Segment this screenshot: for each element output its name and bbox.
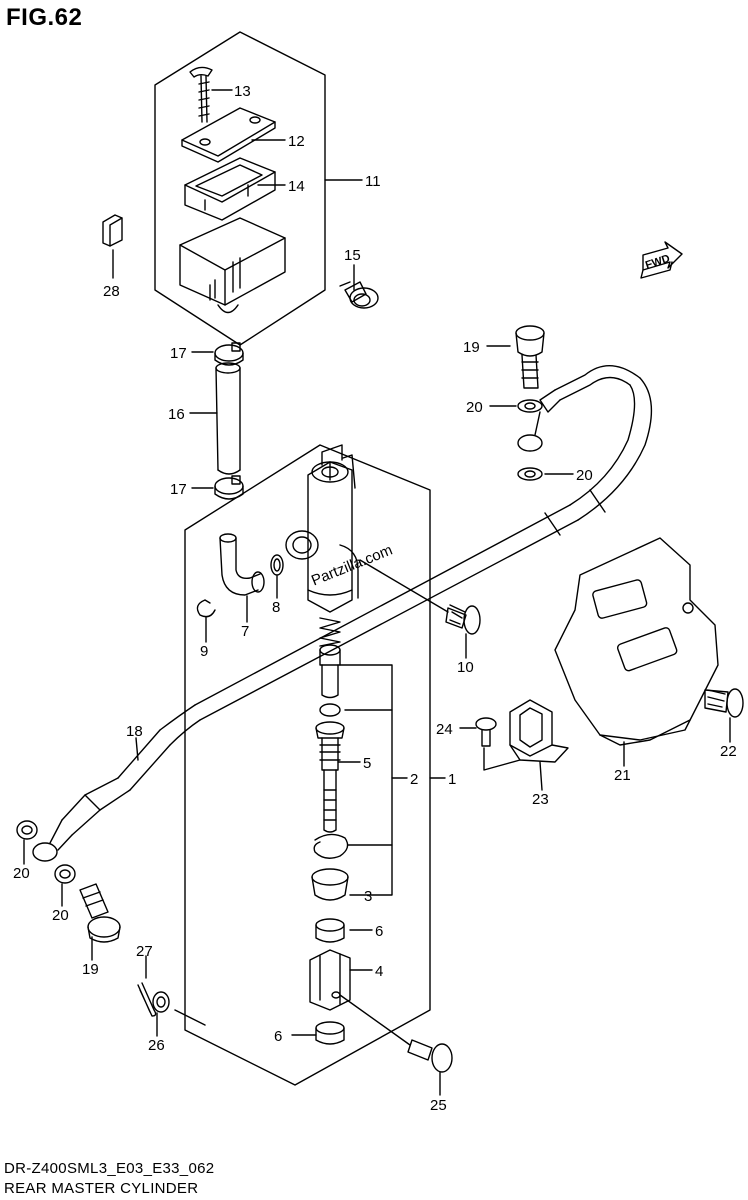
callout-20-c: 20 — [13, 865, 30, 882]
callout-3: 3 — [364, 888, 372, 905]
part-bolt-19-upper — [515, 325, 545, 389]
part-hose-16 — [215, 362, 241, 475]
callout-4: 4 — [375, 963, 383, 980]
callout-10: 10 — [457, 659, 474, 676]
part-pin-28 — [102, 214, 123, 247]
part-screw-13 — [189, 66, 213, 123]
part-bolt-22 — [704, 688, 744, 718]
callout-6-upper: 6 — [375, 923, 383, 940]
part-boot-3 — [311, 868, 349, 901]
callout-25: 25 — [430, 1097, 447, 1114]
callout-19-lower: 19 — [82, 961, 99, 978]
callout-17-upper: 17 — [170, 345, 187, 362]
callout-1: 1 — [448, 771, 456, 788]
piston-group-leader — [339, 664, 393, 896]
callout-13: 13 — [234, 83, 251, 100]
callout-11: 11 — [365, 173, 381, 190]
part-circlip-9 — [196, 599, 216, 618]
part-oring-8 — [270, 554, 284, 576]
callout-2: 2 — [410, 771, 418, 788]
part-bolt-15 — [339, 281, 379, 309]
part-washer-inner — [319, 703, 341, 717]
callout-7: 7 — [241, 623, 249, 640]
part-pushrod-5 — [315, 721, 345, 833]
callout-9: 9 — [200, 643, 208, 660]
part-brake-hose-18 — [61, 365, 653, 836]
callout-8: 8 — [272, 599, 280, 616]
part-reservoir-body — [179, 217, 286, 314]
part-washer-20b — [517, 467, 543, 481]
part-bracket-23 — [509, 699, 569, 763]
figure-name: REAR MASTER CYLINDER — [4, 1180, 199, 1197]
fwd-arrow-icon — [640, 241, 683, 279]
figure-model-code: DR-Z400SML3_E03_E33_062 — [4, 1160, 215, 1177]
part-washer-26 — [152, 991, 170, 1013]
part-spring — [319, 617, 341, 647]
part-bolt-19-lower — [79, 883, 121, 943]
part-pin-25 — [339, 994, 453, 1073]
callout-19-upper: 19 — [463, 339, 480, 356]
part-cylinder-body — [285, 444, 359, 613]
part-nut-6-upper — [315, 918, 345, 943]
part-diaphragm-14 — [184, 157, 276, 221]
callout-18: 18 — [126, 723, 143, 740]
part-nut-6-lower — [315, 1021, 345, 1045]
callout-5: 5 — [363, 755, 371, 772]
part-screw-24 — [475, 717, 521, 771]
callout-6-lower: 6 — [274, 1028, 282, 1045]
callout-22: 22 — [720, 743, 737, 760]
part-banjo-lower — [32, 819, 73, 862]
callout-24: 24 — [436, 721, 453, 738]
callout-17-lower: 17 — [170, 481, 187, 498]
part-washer-20d — [54, 864, 76, 884]
part-washer-20a — [517, 399, 543, 413]
part-piston-top — [319, 644, 341, 699]
callout-20-d: 20 — [52, 907, 69, 924]
callout-12: 12 — [288, 133, 305, 150]
part-connector-7 — [219, 533, 265, 596]
part-circlip — [313, 833, 349, 859]
callout-23: 23 — [532, 791, 549, 808]
callout-labels: 13 12 14 11 15 28 17 16 17 19 20 20 8 7 … — [13, 83, 737, 1114]
figure-title: FIG.62 — [6, 4, 83, 31]
callout-16: 16 — [168, 406, 185, 423]
callout-21: 21 — [614, 767, 631, 784]
part-clamp-17-upper — [214, 342, 244, 366]
callout-27: 27 — [136, 943, 153, 960]
callout-15: 15 — [344, 247, 361, 264]
cylinder-group-outline — [184, 444, 431, 1086]
part-bolt-10 — [359, 559, 481, 635]
callout-leaders — [23, 89, 731, 1096]
callout-26: 26 — [148, 1037, 165, 1054]
reservoir-group-outline — [154, 31, 326, 346]
callout-28: 28 — [103, 283, 120, 300]
callout-14: 14 — [288, 178, 305, 195]
callout-20-b: 20 — [576, 467, 593, 484]
part-cotter-27 — [137, 982, 157, 1017]
callout-20-a: 20 — [466, 399, 483, 416]
part-clevis-4 — [309, 949, 351, 1011]
part-washer-20c — [16, 820, 38, 840]
part-banjo-upper — [517, 389, 561, 452]
part-guard-21 — [554, 537, 719, 746]
part-cap-12 — [181, 107, 276, 163]
